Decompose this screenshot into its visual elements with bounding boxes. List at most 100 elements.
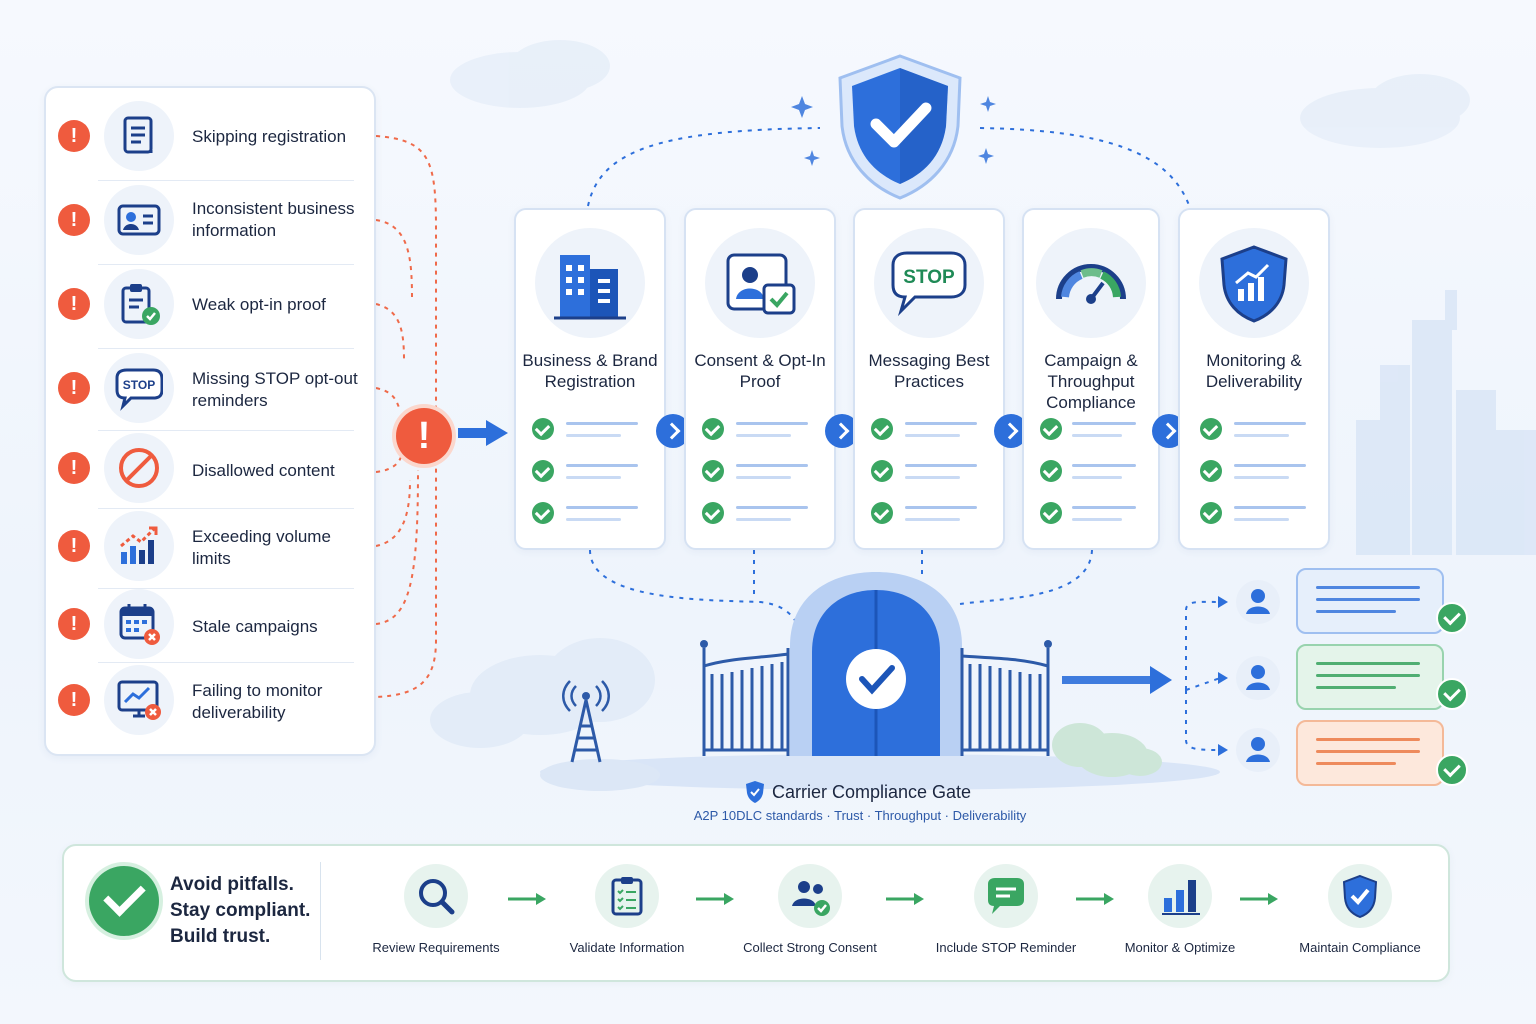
tagline-line: Avoid pitfalls. bbox=[170, 874, 294, 895]
cell-tower-icon bbox=[562, 680, 610, 763]
pitfall-item: ! Inconsistent business information bbox=[46, 182, 374, 262]
step-arrow-icon bbox=[886, 893, 924, 905]
text-line bbox=[1316, 750, 1420, 753]
gauge-icon bbox=[1036, 228, 1146, 338]
text-line bbox=[905, 464, 977, 467]
step-arrow-icon bbox=[508, 893, 546, 905]
warning-icon: ! bbox=[58, 204, 90, 236]
divider bbox=[320, 862, 321, 960]
check-icon bbox=[1200, 418, 1222, 440]
divider bbox=[98, 662, 354, 663]
pitfall-item: ! Disallowed content bbox=[46, 430, 374, 510]
user-avatar-icon bbox=[1236, 728, 1280, 772]
check-icon bbox=[1040, 460, 1062, 482]
warning-icon: ! bbox=[58, 452, 90, 484]
clipboard-check-icon bbox=[104, 269, 174, 339]
step-label: Validate Information bbox=[569, 940, 685, 955]
text-line bbox=[566, 506, 638, 509]
warning-icon: ! bbox=[58, 288, 90, 320]
pitfall-label: Missing STOP opt-out reminders bbox=[192, 369, 358, 410]
stage-card: STOP Messaging Best Practices bbox=[853, 208, 1005, 550]
text-line bbox=[905, 434, 960, 437]
check-icon bbox=[871, 418, 893, 440]
text-line bbox=[1072, 422, 1136, 425]
pitfall-label: Inconsistent business information bbox=[192, 199, 355, 240]
prohibited-icon bbox=[104, 433, 174, 503]
bar-chart-icon bbox=[1148, 864, 1212, 928]
text-line bbox=[1072, 434, 1122, 437]
check-icon bbox=[532, 460, 554, 482]
chat-bubble-icon bbox=[974, 864, 1038, 928]
divider bbox=[98, 348, 354, 349]
check-icon bbox=[1040, 418, 1062, 440]
text-line bbox=[905, 506, 977, 509]
consent-icon bbox=[705, 228, 815, 338]
pitfall-label: Stale campaigns bbox=[192, 617, 318, 636]
calendar-x-icon bbox=[104, 589, 174, 659]
text-line bbox=[1316, 586, 1420, 589]
check-icon bbox=[702, 418, 724, 440]
text-line bbox=[1316, 598, 1420, 601]
divider bbox=[98, 430, 354, 431]
text-line bbox=[1234, 506, 1306, 509]
stage-title: Business & Brand Registration bbox=[522, 351, 658, 391]
pitfall-item: ! Exceeding volume limits bbox=[46, 508, 374, 588]
stage-card: Business & Brand Registration bbox=[514, 208, 666, 550]
shield-check-icon bbox=[1328, 864, 1392, 928]
clipboard-list-icon bbox=[595, 864, 659, 928]
warning-icon: ! bbox=[58, 530, 90, 562]
text-line bbox=[1072, 506, 1136, 509]
monitor-x-icon bbox=[104, 665, 174, 735]
tagline-line: Stay compliant. bbox=[170, 900, 311, 921]
text-line bbox=[566, 434, 621, 437]
check-icon bbox=[532, 418, 554, 440]
step-arrow-icon bbox=[1240, 893, 1278, 905]
pitfall-label: Exceeding volume limits bbox=[192, 527, 331, 568]
step-label: Monitor & Optimize bbox=[1124, 940, 1236, 955]
text-line bbox=[1316, 686, 1396, 689]
warning-icon: ! bbox=[58, 120, 90, 152]
bar-chart-up-icon bbox=[104, 511, 174, 581]
tagline-line: Build trust. bbox=[170, 926, 271, 947]
text-line bbox=[1234, 476, 1289, 479]
pitfall-item: ! STOP Missing STOP opt-out reminders bbox=[46, 350, 374, 430]
check-icon bbox=[532, 502, 554, 524]
text-line bbox=[1072, 476, 1122, 479]
text-line bbox=[1072, 464, 1136, 467]
text-line bbox=[1316, 610, 1396, 613]
stage-title: Messaging Best Practices bbox=[868, 351, 990, 391]
step-label: Include STOP Reminder bbox=[935, 940, 1077, 955]
svg-text:STOP: STOP bbox=[903, 267, 955, 288]
divider bbox=[98, 588, 354, 589]
tagline: Avoid pitfalls. Stay compliant. Build tr… bbox=[170, 872, 310, 950]
stage-card: Monitoring & Deliverability bbox=[1178, 208, 1330, 550]
divider bbox=[98, 180, 354, 181]
text-line bbox=[1234, 434, 1289, 437]
pitfall-label: Disallowed content bbox=[192, 461, 335, 480]
text-line bbox=[1072, 518, 1122, 521]
pitfall-label: Skipping registration bbox=[192, 127, 347, 146]
divider bbox=[98, 508, 354, 509]
check-icon bbox=[871, 502, 893, 524]
stage-card: Campaign & Throughput Compliance bbox=[1022, 208, 1160, 550]
gate-subtitle: A2P 10DLC standards · Trust · Throughput… bbox=[693, 808, 1027, 823]
check-icon bbox=[1040, 502, 1062, 524]
document-icon bbox=[104, 101, 174, 171]
text-line bbox=[736, 464, 808, 467]
pitfall-item: ! Skipping registration bbox=[46, 96, 374, 176]
check-icon bbox=[1436, 678, 1468, 710]
stop-bubble-icon: STOP bbox=[104, 353, 174, 423]
users-check-icon bbox=[778, 864, 842, 928]
compliance-shield-icon bbox=[838, 54, 962, 200]
stage-card: Consent & Opt-In Proof bbox=[684, 208, 836, 550]
id-card-icon bbox=[104, 185, 174, 255]
stage-title: Monitoring & Deliverability bbox=[1205, 351, 1303, 391]
text-line bbox=[736, 506, 808, 509]
warning-icon: ! bbox=[396, 408, 452, 464]
text-line bbox=[736, 434, 791, 437]
svg-text:STOP: STOP bbox=[123, 378, 155, 392]
warning-icon: ! bbox=[58, 372, 90, 404]
pitfalls-panel: ! Skipping registration ! Inconsistent b… bbox=[44, 86, 376, 756]
text-line bbox=[736, 422, 808, 425]
text-line bbox=[905, 518, 960, 521]
